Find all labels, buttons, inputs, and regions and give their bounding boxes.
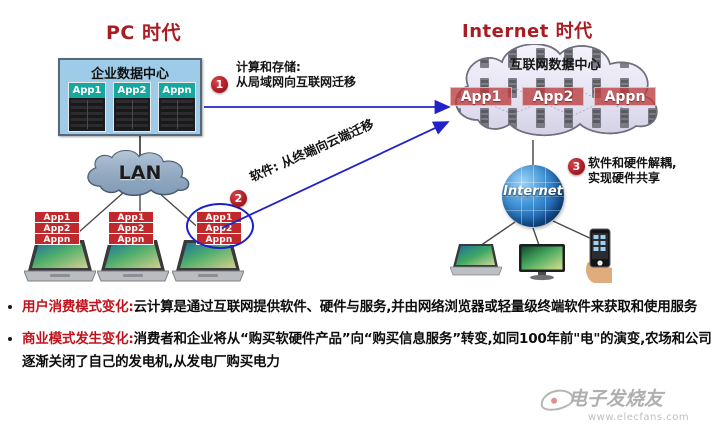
annotation-1-line2: 从局域网向互联网迁移 xyxy=(236,75,357,89)
rack-divider xyxy=(132,100,133,129)
annotation-1-text: 计算和存储: 从局域网向互联网迁移 xyxy=(236,60,356,90)
annotation-3-line2: 实现硬件共享 xyxy=(588,171,661,185)
watermark-text: 电子发烧友 xyxy=(568,388,664,410)
internet-globe-icon xyxy=(502,165,564,227)
bullet-2-lead: 商业模式发生变化: xyxy=(22,331,134,347)
annotation-badge-2: 2 xyxy=(230,190,247,207)
enterprise-data-center-title: 企业数据中心 xyxy=(90,67,169,82)
annotation-badge-3: 3 xyxy=(568,158,585,175)
server-rack-appn: Appn xyxy=(158,82,196,132)
laptop-highlight-circle xyxy=(186,203,254,249)
watermark-url: www.elecfans.com xyxy=(588,412,690,423)
bullet-list: 用户消费模式变化:云计算是通过互联网提供软件、硬件与服务,并由网络浏览器或轻量级… xyxy=(0,296,712,383)
bullet-1-body: 云计算是通过互联网提供软件、硬件与服务,并由网络浏览器或轻量级终端软件来获取和使… xyxy=(133,299,698,315)
pc-laptop-1-apps: App1 App2 Appn xyxy=(34,211,80,245)
internet-data-center-title: 互联网数据中心 xyxy=(509,58,601,73)
lan-cloud-shape: LAN xyxy=(82,149,198,197)
server-rack-app1: App1 xyxy=(68,82,106,132)
annotation-1-line1: 计算和存储: xyxy=(236,60,301,74)
device-tv-monitor-icon xyxy=(518,243,566,281)
rack-label: App1 xyxy=(69,83,105,98)
annotation-3-line1: 软件和硬件解耦, xyxy=(588,156,677,170)
pc-laptop-2 xyxy=(96,238,170,286)
annotation-2-text: 软件: 从终端向云端迁移 xyxy=(247,116,377,185)
lan-label: LAN xyxy=(118,162,162,184)
pc-era-title: PC 时代 xyxy=(106,22,181,44)
app-chip: Appn xyxy=(108,233,154,245)
device-laptop-icon xyxy=(449,243,503,279)
rack-divider xyxy=(87,100,88,129)
pc-laptop-1 xyxy=(23,238,97,286)
rack-divider xyxy=(177,100,178,129)
bullet-item-2: 商业模式发生变化:消费者和企业将从“购买软硬件产品”向“购买信息服务”转变,如同… xyxy=(0,328,712,374)
bullet-1-lead: 用户消费模式变化: xyxy=(22,299,134,315)
watermark: 电子发烧友 www.elecfans.com xyxy=(538,382,705,434)
bullet-item-1: 用户消费模式变化:云计算是通过互联网提供软件、硬件与服务,并由网络浏览器或轻量级… xyxy=(0,296,712,319)
internet-era-title: Internet 时代 xyxy=(462,21,593,42)
internet-globe-label: Internet xyxy=(503,184,563,199)
device-smartphone-icon xyxy=(582,228,616,284)
enterprise-data-center: 企业数据中心 App1 App2 Appn xyxy=(58,58,202,136)
rack-label: Appn xyxy=(159,83,195,98)
annotation-badge-1: 1 xyxy=(211,76,228,93)
cloud-app-label: Appn xyxy=(594,87,656,106)
watermark-logo-icon xyxy=(538,386,576,414)
rack-label: App2 xyxy=(114,83,150,98)
bullet-dot xyxy=(8,305,12,309)
pc-laptop-2-apps: App1 App2 Appn xyxy=(108,211,154,245)
annotation-3-text: 软件和硬件解耦, 实现硬件共享 xyxy=(588,156,677,186)
bullet-2-body: 消费者和企业将从“购买软硬件产品”向“购买信息服务”转变,如同100年前"电"的… xyxy=(22,331,712,370)
cloud-app-label: App1 xyxy=(450,87,512,106)
bullet-dot xyxy=(8,337,12,341)
cloud-app-label: App2 xyxy=(522,87,584,106)
app-chip: Appn xyxy=(34,233,80,245)
server-rack-app2: App2 xyxy=(113,82,151,132)
